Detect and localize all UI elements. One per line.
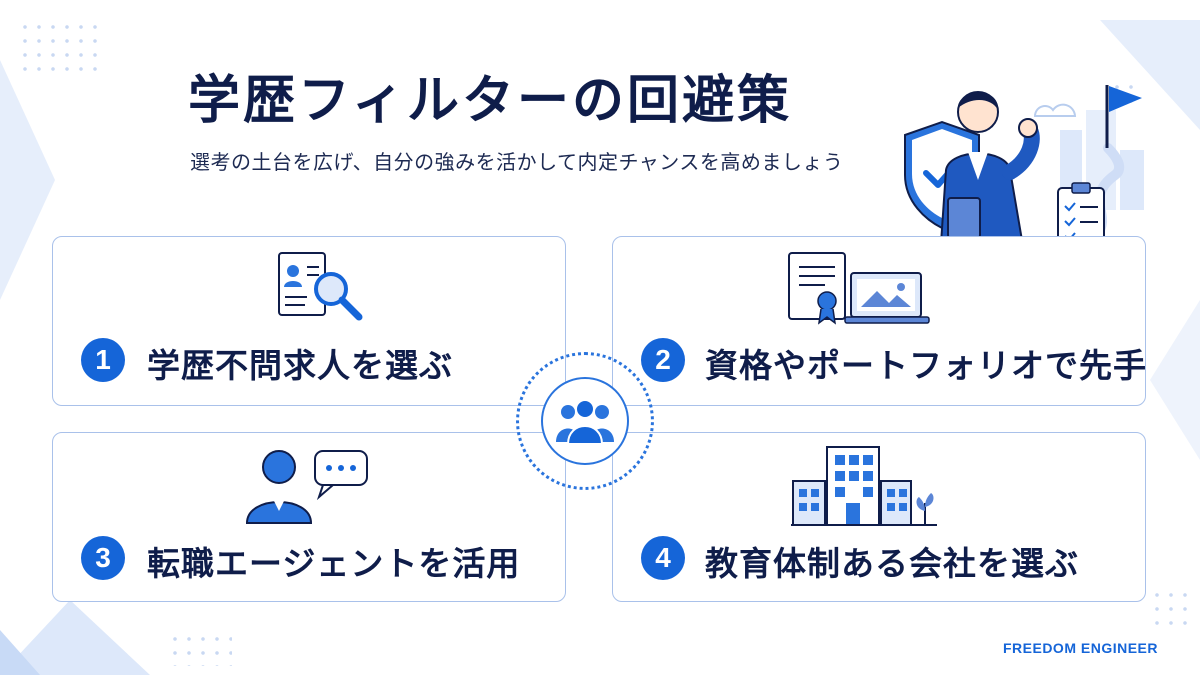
card-label: 教育体制ある会社を選ぶ bbox=[705, 544, 1079, 583]
page-subtitle: 選考の土台を広げ、自分の強みを活かして内定チャンスを高めましょう bbox=[190, 150, 844, 174]
decorative-dots-top-left bbox=[18, 20, 98, 72]
page-title: 学歴フィルターの回避策 bbox=[188, 71, 792, 131]
decorative-triangle-bottom-left bbox=[0, 600, 150, 675]
card-label: 学歴不問求人を選ぶ bbox=[147, 346, 453, 385]
decorative-dots-bottom-right bbox=[1150, 588, 1192, 630]
people-group-icon bbox=[556, 399, 614, 444]
strategy-card-4: 4 教育体制ある会社を選ぶ bbox=[612, 432, 1146, 602]
company-building-icon bbox=[791, 446, 937, 526]
agent-chat-icon bbox=[245, 450, 368, 524]
footer-brand: FREEDOM ENGINEER bbox=[1002, 640, 1158, 656]
card-number-badge: 4 bbox=[641, 536, 685, 580]
hero-illustration bbox=[904, 85, 1144, 259]
center-hub bbox=[541, 377, 629, 465]
card-number-badge: 2 bbox=[641, 338, 685, 382]
decorative-triangle-top-right bbox=[1100, 20, 1200, 130]
strategy-card-2: 2 資格やポートフォリオで先手 bbox=[612, 236, 1146, 406]
strategy-card-3: 3 転職エージェントを活用 bbox=[52, 432, 566, 602]
center-dotted-ring bbox=[516, 352, 654, 490]
decorative-triangle-left bbox=[0, 60, 55, 300]
card-label: 資格やポートフォリオで先手 bbox=[705, 346, 1147, 385]
strategy-card-1: 1 学歴不問求人を選ぶ bbox=[52, 236, 566, 406]
certificate-portfolio-icon bbox=[788, 252, 930, 325]
card-number-badge: 1 bbox=[81, 338, 125, 382]
card-label: 転職エージェントを活用 bbox=[147, 544, 521, 583]
decorative-triangle-right bbox=[1150, 300, 1200, 460]
decorative-dots-bottom-left bbox=[168, 632, 232, 666]
resume-search-icon bbox=[278, 252, 363, 321]
card-number-badge: 3 bbox=[81, 536, 125, 580]
